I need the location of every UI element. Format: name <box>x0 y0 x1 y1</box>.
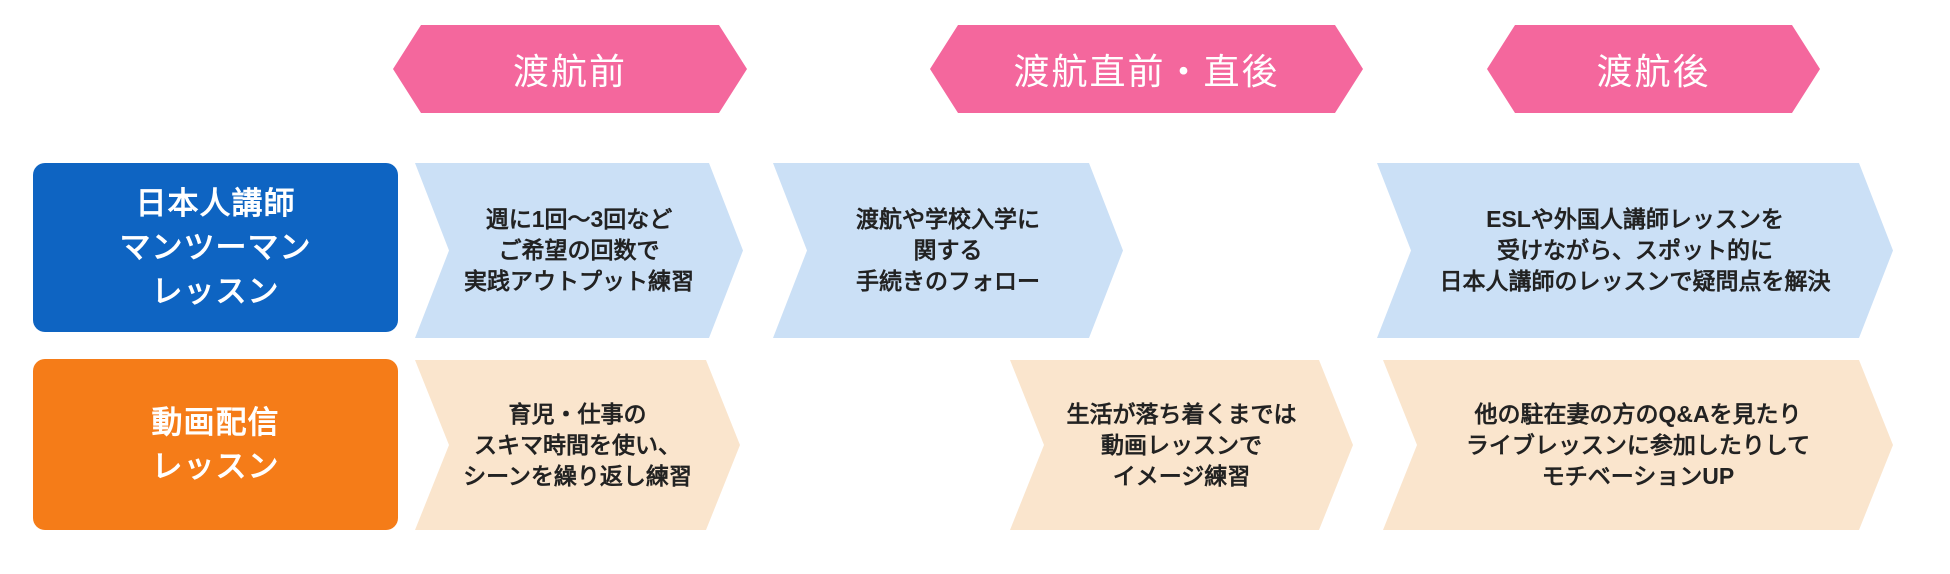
text-line: 関する <box>913 237 983 263</box>
text-line: 動画配信 <box>151 404 280 440</box>
step-row1-after-departure: ESLや外国人講師レッスンを 受けながら、スポット的に 日本人講師のレッスンで疑… <box>1377 163 1893 338</box>
text-line: 手続きのフォロー <box>856 268 1040 294</box>
text-line: 日本人講師のレッスンで疑問点を解決 <box>1439 268 1831 294</box>
text-line: ESLや外国人講師レッスンを <box>1486 206 1784 232</box>
text-line: 渡航や学校入学に <box>856 206 1040 232</box>
row-label-video-streaming-lessons: 動画配信 レッスン <box>33 359 398 530</box>
phase-banner-label: 渡航直前・直後 <box>1013 51 1280 92</box>
phase-banner-label: 渡航前 <box>512 51 627 92</box>
text-line: 日本人講師 <box>135 185 296 221</box>
text-line: レッスン <box>151 448 280 484</box>
row-label-japanese-instructor-one-on-one-lessons: 日本人講師 マンツーマン レッスン <box>33 163 398 332</box>
text-line: シーンを繰り返し練習 <box>463 462 692 489</box>
text-line: モチベーションUP <box>1541 462 1735 489</box>
text-line: ご希望の回数で <box>498 237 660 263</box>
step-row1-just-before-after-departure: 渡航や学校入学に 関する 手続きのフォロー <box>773 163 1123 338</box>
text-line: マンツーマン <box>119 229 312 265</box>
text-line: スキマ時間を使い、 <box>474 431 681 458</box>
text-line: 実践アウトプット練習 <box>464 268 694 294</box>
text-line: 育児・仕事の <box>508 400 647 427</box>
step-row2-before-departure: 育児・仕事の スキマ時間を使い、 シーンを繰り返し練習 <box>415 360 740 530</box>
text-line: 生活が落ち着くまでは <box>1066 400 1297 427</box>
step-row2-after-departure: 他の駐在妻の方のQ&Aを見たり ライブレッスンに参加したりして モチベーションU… <box>1383 360 1893 530</box>
text-line: 他の駐在妻の方のQ&Aを見たり <box>1474 400 1802 427</box>
text-line: 動画レッスンで <box>1101 431 1262 458</box>
text-line: 受けながら、スポット的に <box>1497 237 1773 263</box>
text-line: 週に1回～3回など <box>485 206 673 232</box>
text-line: ライブレッスンに参加したりして <box>1465 431 1811 458</box>
step-row2-just-before-after-departure: 生活が落ち着くまでは 動画レッスンで イメージ練習 <box>1010 360 1353 530</box>
step-row1-before-departure: 週に1回～3回など ご希望の回数で 実践アウトプット練習 <box>415 163 743 338</box>
text-line: イメージ練習 <box>1112 462 1251 489</box>
phase-banner-label: 渡航後 <box>1596 51 1711 92</box>
phase-banner-before-departure: 渡航前 <box>393 25 747 113</box>
phase-banner-just-before-after-departure: 渡航直前・直後 <box>930 25 1363 113</box>
phase-banner-after-departure: 渡航後 <box>1487 25 1820 113</box>
text-line: レッスン <box>151 273 280 309</box>
